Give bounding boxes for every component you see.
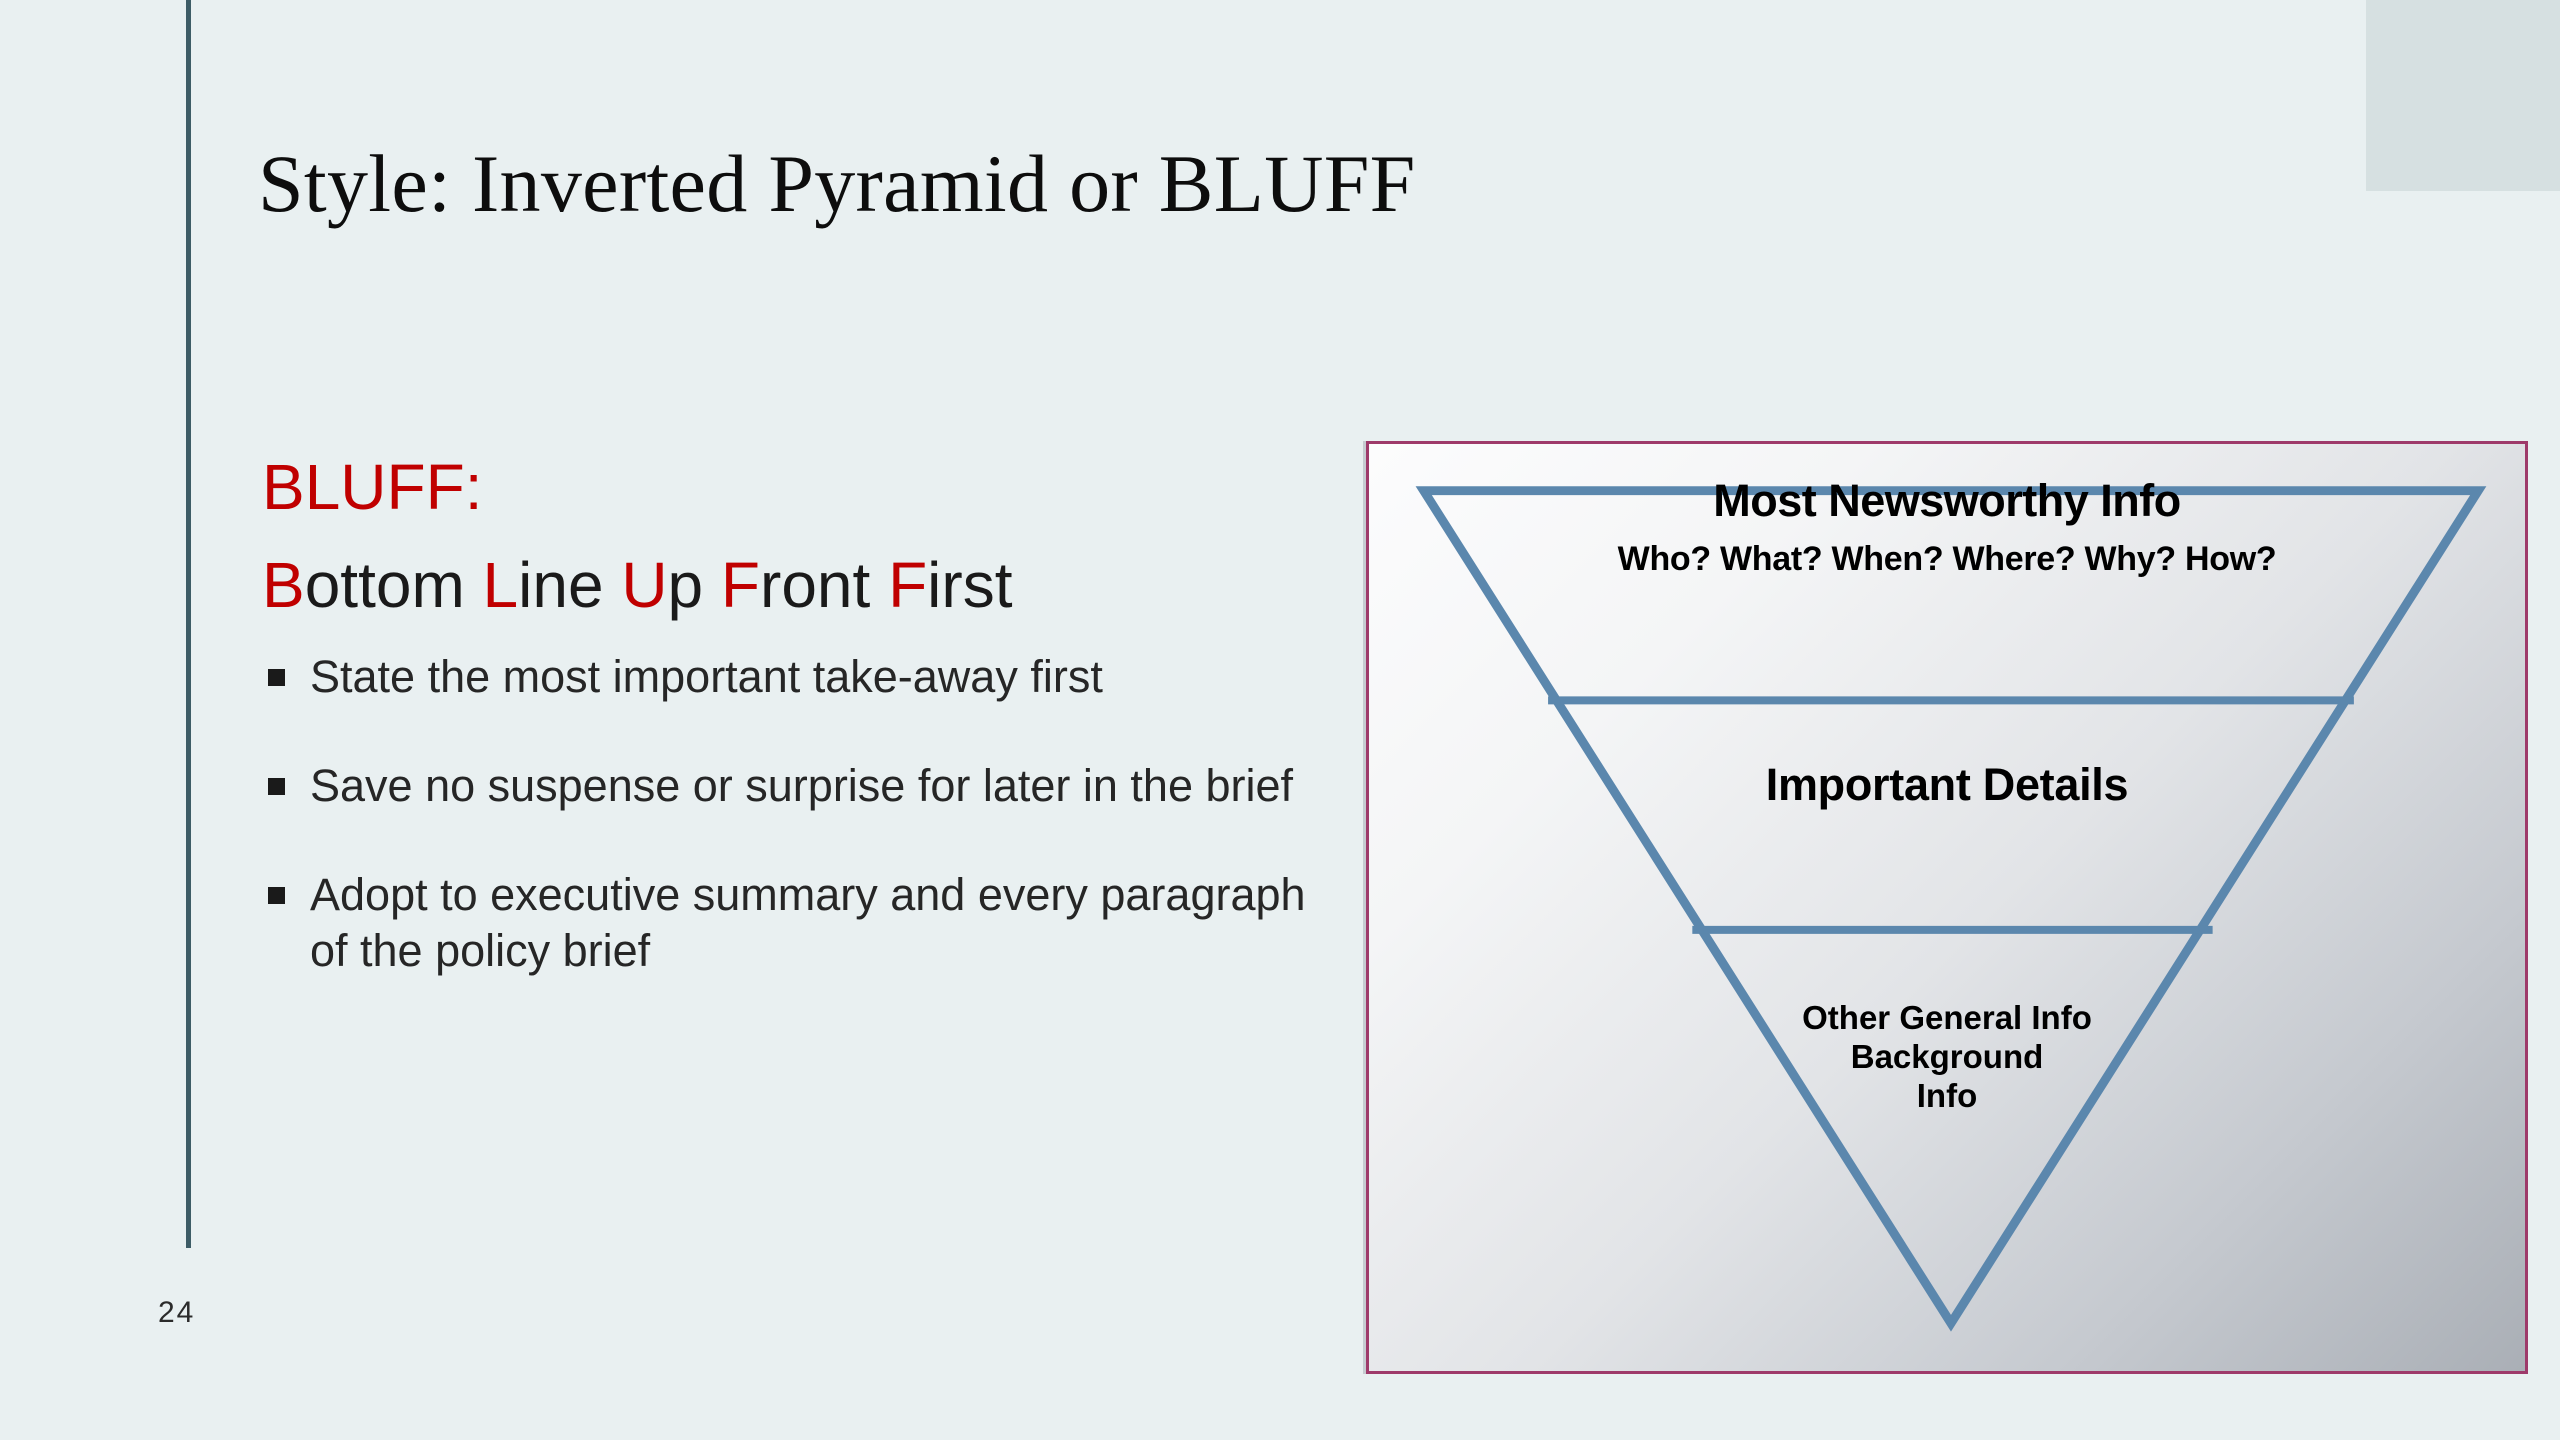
- bullet-text: State the most important take-away first: [310, 651, 1103, 703]
- bluff-letter-f2: F: [888, 548, 928, 621]
- bullet-text: Adopt to executive summary and every par…: [310, 868, 1306, 977]
- body-content-column: BLUFF: Bottom Line Up Front First State …: [262, 451, 1322, 980]
- bluff-letter-f1: F: [720, 548, 760, 621]
- pyramid-outline-svg: [1415, 486, 2487, 1332]
- tier-3-block: Other General Info Background Info: [1369, 999, 2525, 1116]
- bluff-rest-bottom: ottom: [304, 548, 483, 621]
- list-item: Adopt to executive summary and every par…: [262, 867, 1322, 980]
- tier-1-subtitle: Who? What? When? Where? Why? How?: [1617, 540, 2277, 578]
- square-bullet-icon: [268, 669, 285, 687]
- page-title: Style: Inverted Pyramid or BLUFF: [258, 138, 1416, 229]
- bluff-letter-u: U: [621, 548, 668, 621]
- list-item: State the most important take-away first: [262, 649, 1322, 706]
- tier-1-title: Most Newsworthy Info: [1713, 475, 2181, 526]
- square-bullet-icon: [268, 778, 285, 796]
- bluff-expansion-line: Bottom Line Up Front First: [262, 548, 1322, 622]
- bluff-rest-line: ine: [518, 548, 622, 621]
- square-bullet-icon: [268, 886, 285, 904]
- bluff-letter-l: L: [482, 548, 519, 621]
- bullet-list: State the most important take-away first…: [262, 649, 1322, 980]
- page-number: 24: [158, 1296, 196, 1329]
- bluff-rest-first: irst: [927, 548, 1013, 621]
- tier-3-line-2: Background: [1850, 1037, 2044, 1075]
- bluff-rest-up: p: [667, 548, 721, 621]
- tier-2-title: Important Details: [1765, 759, 2129, 810]
- decorative-block-top-right: [2366, 0, 2560, 191]
- tier-3-line-1: Other General Info: [1802, 999, 2092, 1036]
- tier-3-line-3: Info: [1916, 1076, 1978, 1114]
- bluff-rest-front: ront: [760, 548, 889, 621]
- inverted-pyramid-diagram: Most Newsworthy Info Who? What? When? Wh…: [1366, 441, 2528, 1374]
- list-item: Save no suspense or surprise for later i…: [262, 758, 1322, 815]
- left-accent-rule: [186, 0, 191, 1248]
- bluff-letter-b: B: [262, 548, 305, 621]
- bluff-acronym-heading: BLUFF:: [262, 451, 483, 523]
- triangle-outline: [1415, 486, 2487, 1332]
- bullet-text: Save no suspense or surprise for later i…: [310, 760, 1294, 812]
